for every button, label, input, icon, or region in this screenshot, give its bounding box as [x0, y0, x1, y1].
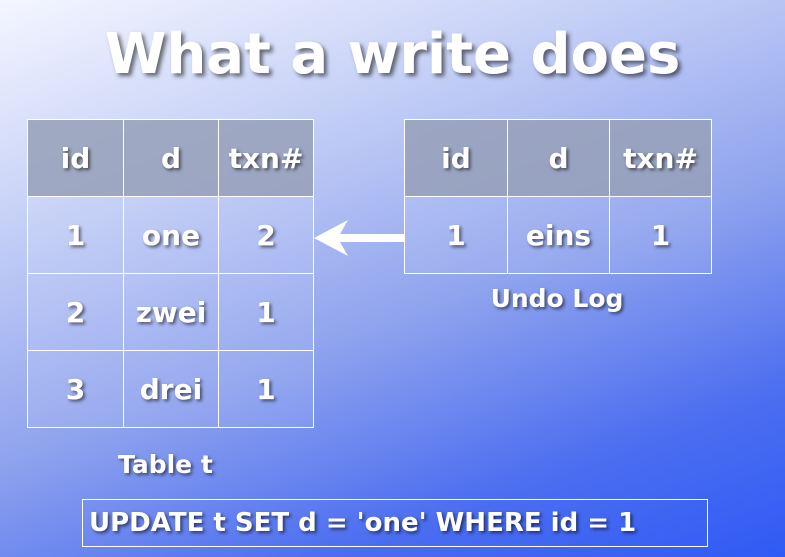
- undo-log-table: id d txn# 1 eins 1: [404, 119, 712, 274]
- table-t-header-txn: txn#: [218, 119, 314, 197]
- table-t-header-row: id d txn#: [27, 119, 314, 197]
- table-t-cell-id: 3: [27, 350, 124, 428]
- table-t-cell-txn: 1: [218, 350, 314, 428]
- table-row: 1 eins 1: [404, 196, 712, 274]
- table-row: 1 one 2: [27, 196, 314, 274]
- table-t-caption: Table t: [118, 450, 213, 479]
- undo-log-cell-id: 1: [404, 196, 508, 274]
- undo-log-header-txn: txn#: [609, 119, 712, 197]
- table-row: 2 zwei 1: [27, 273, 314, 351]
- table-t-cell-d: drei: [123, 350, 219, 428]
- table-t-cell-id: 2: [27, 273, 124, 351]
- undo-log-cell-d: eins: [507, 196, 610, 274]
- undo-log-header-row: id d txn#: [404, 119, 712, 197]
- undo-log-cell-txn: 1: [609, 196, 712, 274]
- sql-statement: UPDATE t SET d = 'one' WHERE id = 1: [82, 499, 708, 547]
- table-t-cell-txn: 1: [218, 273, 314, 351]
- table-row: 3 drei 1: [27, 350, 314, 428]
- undo-log-caption: Undo Log: [490, 284, 624, 313]
- arrow-left-icon: [314, 220, 404, 256]
- table-t-header-id: id: [27, 119, 124, 197]
- undo-log-header-d: d: [507, 119, 610, 197]
- table-t-cell-id: 1: [27, 196, 124, 274]
- table-t-header-d: d: [123, 119, 219, 197]
- table-t: id d txn# 1 one 2 2 zwei 1 3 drei 1: [27, 119, 314, 428]
- table-t-cell-d: one: [123, 196, 219, 274]
- table-t-cell-txn: 2: [218, 196, 314, 274]
- slide-title: What a write does: [104, 22, 681, 87]
- table-t-cell-d: zwei: [123, 273, 219, 351]
- undo-log-header-id: id: [404, 119, 508, 197]
